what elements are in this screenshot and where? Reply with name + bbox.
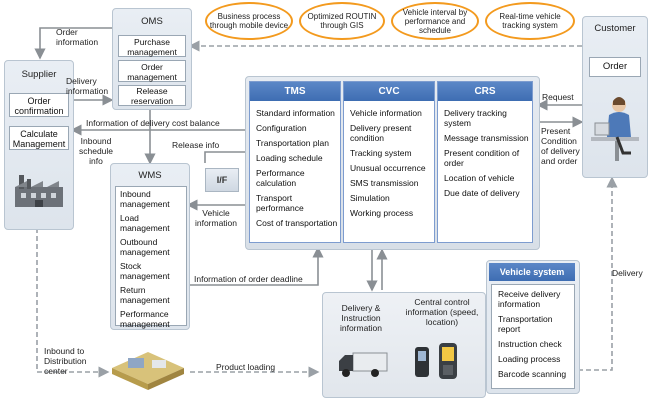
cvc-item: SMS transmission <box>350 178 419 188</box>
customer-order-box: Order <box>589 57 641 77</box>
delivery-instruction-label: Delivery & Instruction information <box>339 303 383 333</box>
cvc-item: Vehicle information <box>350 108 422 118</box>
tms-item: Transport performance <box>256 193 304 213</box>
order-information-label: Order information <box>56 27 99 47</box>
vehicle-system-item: Receive delivery information <box>498 289 561 309</box>
customer-title: Customer <box>594 23 636 34</box>
supplier-order-confirmation: Order confirmation <box>9 93 69 117</box>
tms-column: TMS Standard information Configuration T… <box>249 81 341 243</box>
central-control-label: Central control information (speed, loca… <box>405 297 479 327</box>
crs-item: Location of vehicle <box>444 173 515 183</box>
release-info-label: Release info <box>172 140 220 150</box>
supplier-item-label: Calculate Management <box>12 129 66 149</box>
oval-text: Optimized ROUTIN through GIS <box>307 12 377 30</box>
tms-item: Configuration <box>256 123 307 133</box>
vehicle-system-title: Vehicle system <box>499 267 565 277</box>
if-label: I/F <box>216 175 228 185</box>
wms-item: Outbound management <box>120 237 170 257</box>
oms-item-label: Purchase management <box>127 37 177 57</box>
wms-list: Inbound management Load management Outbo… <box>115 186 187 329</box>
wms-item: Performance management <box>120 309 170 329</box>
oval-gis-routing: Optimized ROUTIN through GIS <box>299 2 385 40</box>
crs-item: Delivery tracking system <box>444 108 507 128</box>
cvc-item: Tracking system <box>350 148 412 158</box>
wms-item: Load management <box>120 213 170 233</box>
oms-panel: OMS Purchase management Order management… <box>112 8 192 110</box>
oval-text: Real-time vehicle tracking system <box>499 12 561 30</box>
crs-header: CRS <box>438 82 532 101</box>
distribution-center-icon <box>112 352 184 390</box>
factory-icon <box>15 175 63 207</box>
oms-title: OMS <box>141 16 163 27</box>
vehicle-system-item: Barcode scanning <box>498 369 567 379</box>
inbound-schedule-label: Inbound schedule info <box>78 136 114 166</box>
supplier-item-label: Order confirmation <box>14 96 64 116</box>
order-deadline-label: Information of order deadline <box>194 274 303 284</box>
crs-column: CRS Delivery tracking system Message tra… <box>437 81 533 243</box>
customer-item-label: Order <box>602 61 628 72</box>
wms-panel: WMS Inbound management Load management O… <box>110 163 190 330</box>
oms-item-label: Release reservation <box>130 86 174 106</box>
wms-title: WMS <box>138 170 162 181</box>
supplier-title: Supplier <box>21 69 57 80</box>
crs-item: Present condition of order <box>444 148 520 168</box>
tms-header: TMS <box>250 82 340 101</box>
vehicle-system-list: Receive delivery information Transportat… <box>491 284 575 389</box>
oms-release-reservation: Release reservation <box>118 85 186 106</box>
vehicle-information-label: Vehicle information <box>194 208 238 228</box>
tms-item: Transportation plan <box>256 138 329 148</box>
oms-purchase-management: Purchase management <box>118 35 186 57</box>
delivery-label: Delivery <box>612 268 643 278</box>
delivery-cost-balance-label: Information of delivery cost balance <box>86 118 220 128</box>
tms-item: Loading schedule <box>256 153 323 163</box>
wms-item: Return management <box>120 285 170 305</box>
truck-icon <box>339 352 388 377</box>
if-badge: I/F <box>205 168 239 192</box>
oval-vehicle-interval: Vehicle interval by performance and sche… <box>391 2 479 40</box>
cvc-column: CVC Vehicle information Delivery present… <box>343 81 435 243</box>
person-at-computer-icon <box>591 97 639 161</box>
tms-item: Standard information <box>256 108 335 118</box>
product-loading-label: Product loading <box>216 362 276 372</box>
vehicle-system-header: Vehicle system <box>489 263 575 281</box>
oms-order-management: Order management <box>118 60 186 82</box>
cvc-item: Unusual occurrence <box>350 163 426 173</box>
tms-item: Performance calculation <box>256 168 305 188</box>
vehicle-system-item: Instruction check <box>498 339 562 349</box>
cvc-item: Delivery present condition <box>350 123 412 143</box>
oms-item-label: Order management <box>127 62 177 82</box>
wms-item: Stock management <box>120 261 170 281</box>
handheld-device-icon <box>415 343 457 379</box>
tms-item: Cost of transportation <box>256 218 338 228</box>
present-condition-label: Present Condition of delivery and order <box>541 126 580 166</box>
supplier-calculate-management: Calculate Management <box>9 126 69 150</box>
supplier-panel: Supplier Order confirmation Calculate Ma… <box>4 60 74 230</box>
request-label: Request <box>542 92 574 102</box>
inbound-dc-label: Inbound to Distribution center <box>44 346 87 376</box>
oval-realtime-tracking: Real-time vehicle tracking system <box>485 2 575 40</box>
cvc-item: Working process <box>350 208 414 218</box>
oval-text: Vehicle interval by performance and sche… <box>402 7 468 35</box>
oval-text: Business process through mobile device <box>209 12 289 30</box>
wms-item: Inbound management <box>120 189 170 209</box>
oval-mobile-process: Business process through mobile device <box>205 2 293 40</box>
crs-item: Message transmission <box>444 133 529 143</box>
cvc-header: CVC <box>344 82 434 101</box>
crs-item: Due date of delivery <box>444 188 520 198</box>
cvc-item: Simulation <box>350 193 390 203</box>
vehicle-system-item: Transportation report <box>498 314 553 334</box>
vehicle-system-item: Loading process <box>498 354 561 364</box>
customer-panel: Customer Order <box>582 16 648 178</box>
vehicle-system-panel: Vehicle system Receive delivery informat… <box>486 260 580 394</box>
delivery-information-label: Delivery information <box>66 76 109 96</box>
central-control-panel: Delivery & Instruction information Centr… <box>322 292 486 398</box>
